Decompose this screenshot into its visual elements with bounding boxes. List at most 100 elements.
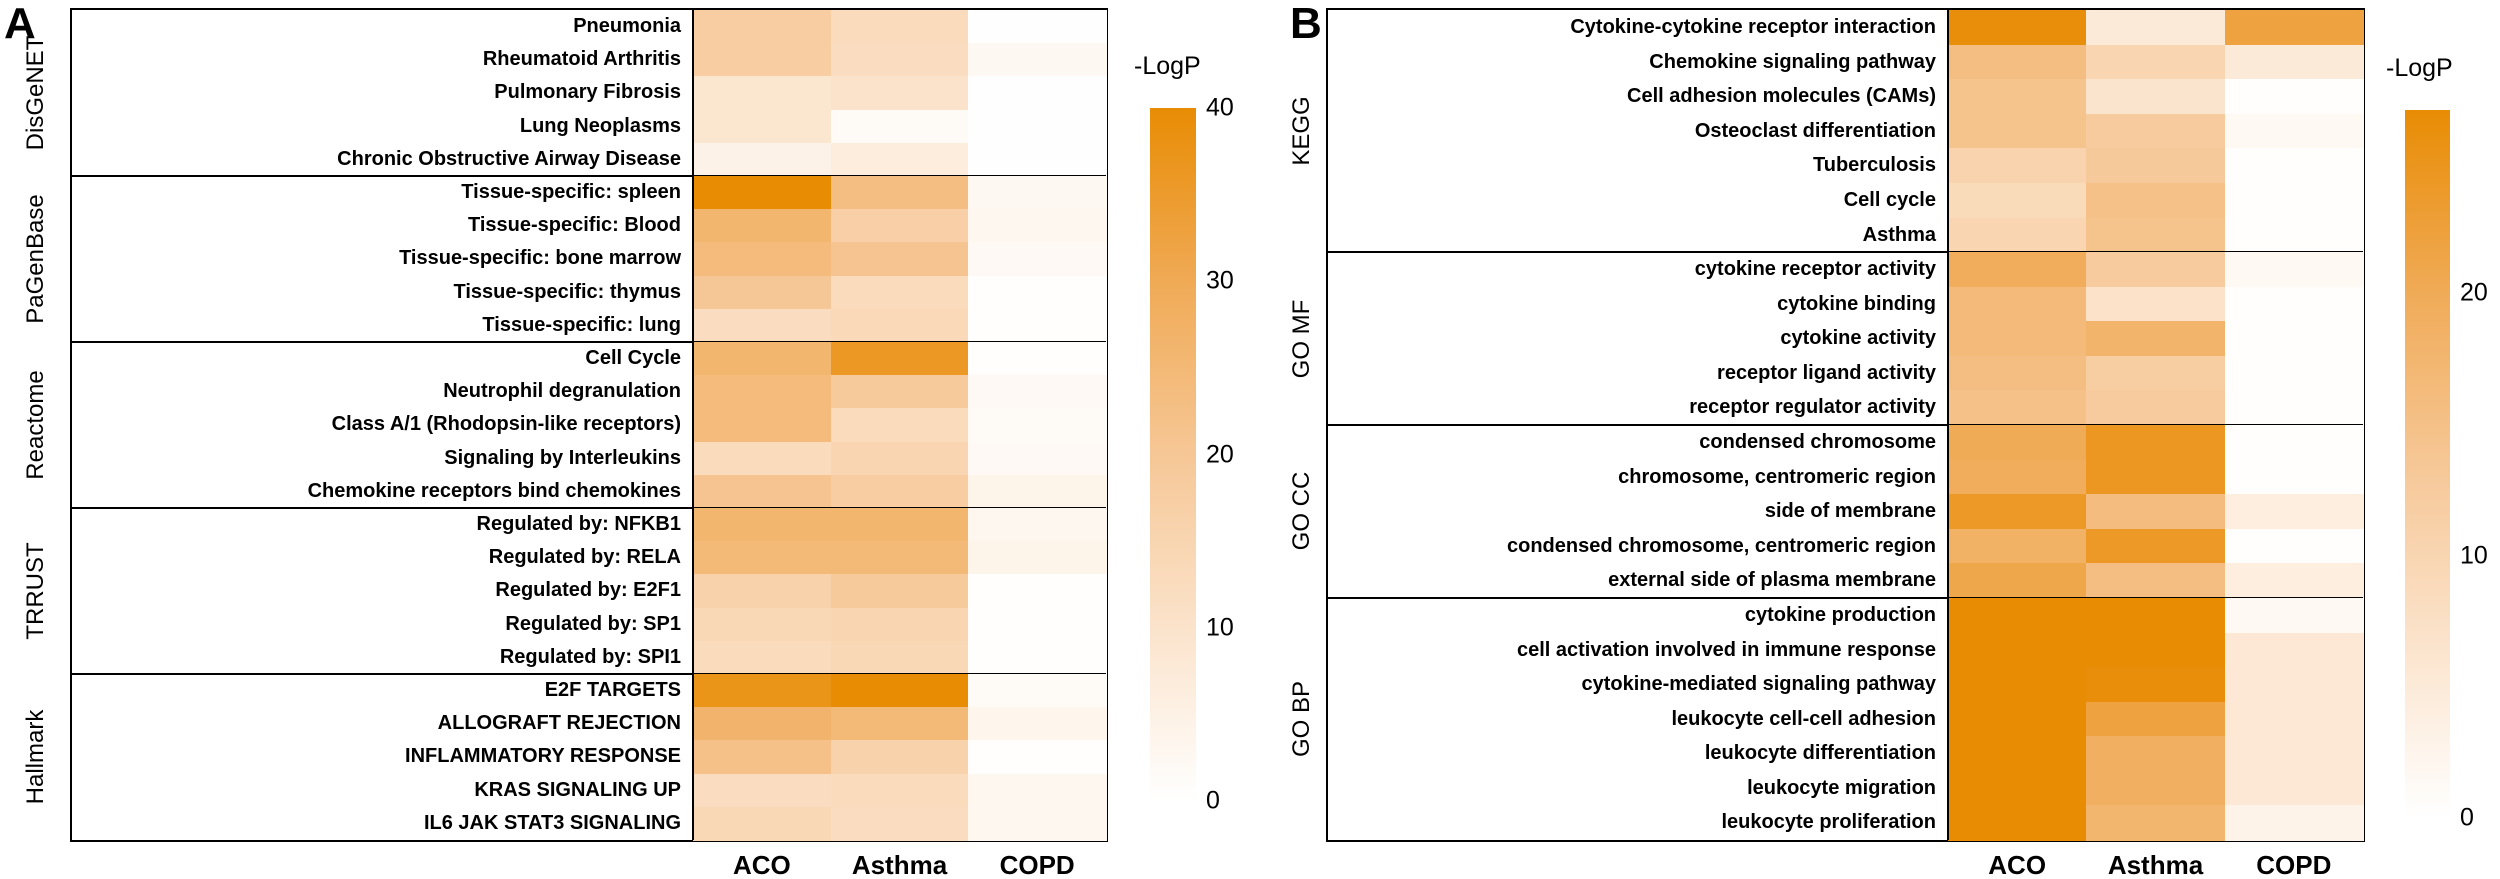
heatmap-cell: [1948, 79, 2087, 115]
heatmap-cell: [1948, 182, 2087, 219]
colorbar-tick-label: 0: [2460, 803, 2474, 832]
heatmap-cell: [2086, 252, 2226, 288]
row-label: Tissue-specific: Blood: [467, 214, 681, 237]
heatmap-cell: [1948, 736, 2087, 772]
row-label: Asthma: [1862, 223, 1936, 246]
section-divider: [72, 673, 1106, 675]
heatmap-cell: [2086, 805, 2226, 841]
heatmap-cell: [1948, 563, 2087, 599]
heatmap-cell: [693, 640, 832, 675]
colorbar-gradient: [2405, 110, 2450, 818]
heatmap-cell: [2224, 113, 2364, 149]
heatmap-cell: [2086, 321, 2226, 357]
heatmap-cell: [968, 308, 1107, 343]
heatmap-cell: [1948, 494, 2087, 530]
heatmap-cell: [968, 674, 1107, 708]
heatmap-cell: [693, 773, 832, 808]
heatmap-cell: [2086, 494, 2226, 530]
heatmap-cell: [693, 508, 832, 542]
section-label: GO MF: [1288, 299, 1315, 378]
heatmap-cell: [830, 674, 969, 708]
heatmap-cell: [1948, 770, 2087, 806]
heatmap-cell: [2086, 528, 2226, 564]
colorbar-tick-label: 30: [1206, 266, 1234, 295]
row-label: ALLOGRAFT REJECTION: [437, 712, 681, 735]
row-label: cell activation involved in immune respo…: [1516, 638, 1936, 661]
heatmap-cell: [693, 707, 832, 741]
row-label: Regulated by: NFKB1: [476, 513, 681, 535]
colorbar-tick-label: 20: [2460, 278, 2488, 307]
row-label: receptor ligand activity: [1717, 361, 1936, 384]
heatmap-cell: [2224, 770, 2364, 806]
heatmap-cell: [830, 541, 969, 575]
heatmap-cell: [968, 242, 1107, 277]
heatmap-cell: [968, 342, 1107, 376]
heatmap-cell: [2224, 667, 2364, 703]
heatmap-cell: [693, 474, 832, 509]
row-label: Regulated by: RELA: [488, 546, 681, 569]
colorbar-tick-label: 0: [1206, 786, 1220, 815]
heatmap-cell: [693, 408, 832, 443]
section-label: GO BP: [1288, 680, 1315, 757]
row-label: Pneumonia: [573, 15, 681, 37]
row-label: cytokine receptor activity: [1694, 258, 1936, 281]
row-label: leukocyte cell-cell adhesion: [1671, 707, 1936, 730]
row-label: Tissue-specific: bone marrow: [399, 247, 681, 270]
heatmap-cell: [1948, 805, 2087, 841]
heatmap-cell: [1948, 390, 2087, 426]
heatmap-cell: [2086, 736, 2226, 772]
heatmap-cell: [693, 441, 832, 476]
heatmap-cell: [1948, 10, 2087, 46]
heatmap-cell: [1948, 632, 2087, 668]
heatmap-cell: [830, 574, 969, 609]
heatmap-cell: [968, 740, 1107, 775]
section-divider: [1328, 251, 2363, 254]
heatmap-cell: [693, 242, 832, 277]
heatmap-cell: [968, 474, 1107, 509]
heatmap-cell: [2086, 355, 2226, 391]
heatmap-cell: [2224, 597, 2364, 634]
row-label: Cell Cycle: [585, 347, 681, 369]
column-header: Asthma: [851, 850, 948, 879]
row-label: receptor regulator activity: [1689, 396, 1936, 419]
row-label: condensed chromosome, centromeric region: [1507, 534, 1936, 557]
heatmap-cell: [693, 275, 832, 310]
heatmap-cell: [830, 209, 969, 243]
heatmap-cell: [830, 10, 969, 44]
panel-a-label: A: [4, 0, 36, 48]
row-label: side of membrane: [1764, 500, 1936, 523]
label-cells-divider: [1947, 10, 1949, 840]
heatmap-cell: [2224, 736, 2364, 772]
heatmap-cell: [2224, 44, 2364, 80]
heatmap-cell: [2224, 494, 2364, 530]
heatmap-cell: [2086, 79, 2226, 115]
heatmap-cell: [2086, 597, 2226, 634]
heatmap-cell: [830, 142, 969, 177]
row-label: Tissue-specific: lung: [482, 313, 681, 336]
heatmap-cell: [968, 275, 1107, 310]
panel-b-label: B: [1290, 0, 1322, 48]
heatmap-cell: [830, 707, 969, 741]
row-label: Cytokine-cytokine receptor interaction: [1570, 16, 1936, 38]
heatmap-cell: [2086, 632, 2226, 668]
heatmap-cell: [693, 607, 832, 642]
heatmap-cell: [2224, 217, 2364, 253]
heatmap-cell: [968, 607, 1107, 642]
heatmap-cell: [1948, 701, 2087, 737]
heatmap-cell: [1948, 252, 2087, 288]
heatmap-cell: [2224, 805, 2364, 841]
heatmap-cell: [1948, 355, 2087, 391]
heatmap-cell: [2224, 321, 2364, 357]
section-label: Hallmark: [22, 709, 49, 805]
heatmap-cell: [968, 375, 1107, 409]
heatmap-cell: [2224, 148, 2364, 184]
row-label: leukocyte proliferation: [1721, 811, 1937, 834]
row-label: cytokine binding: [1777, 292, 1936, 315]
colorbar-a-title: -LogP: [1134, 52, 1201, 80]
heatmap-cell: [2224, 182, 2364, 219]
row-label: Regulated by: SP1: [505, 612, 681, 635]
row-label: INFLAMMATORY RESPONSE: [405, 745, 681, 768]
heatmap-cell: [2086, 148, 2226, 184]
heatmap-cell: [693, 674, 832, 708]
heatmap-cell: [968, 574, 1107, 609]
